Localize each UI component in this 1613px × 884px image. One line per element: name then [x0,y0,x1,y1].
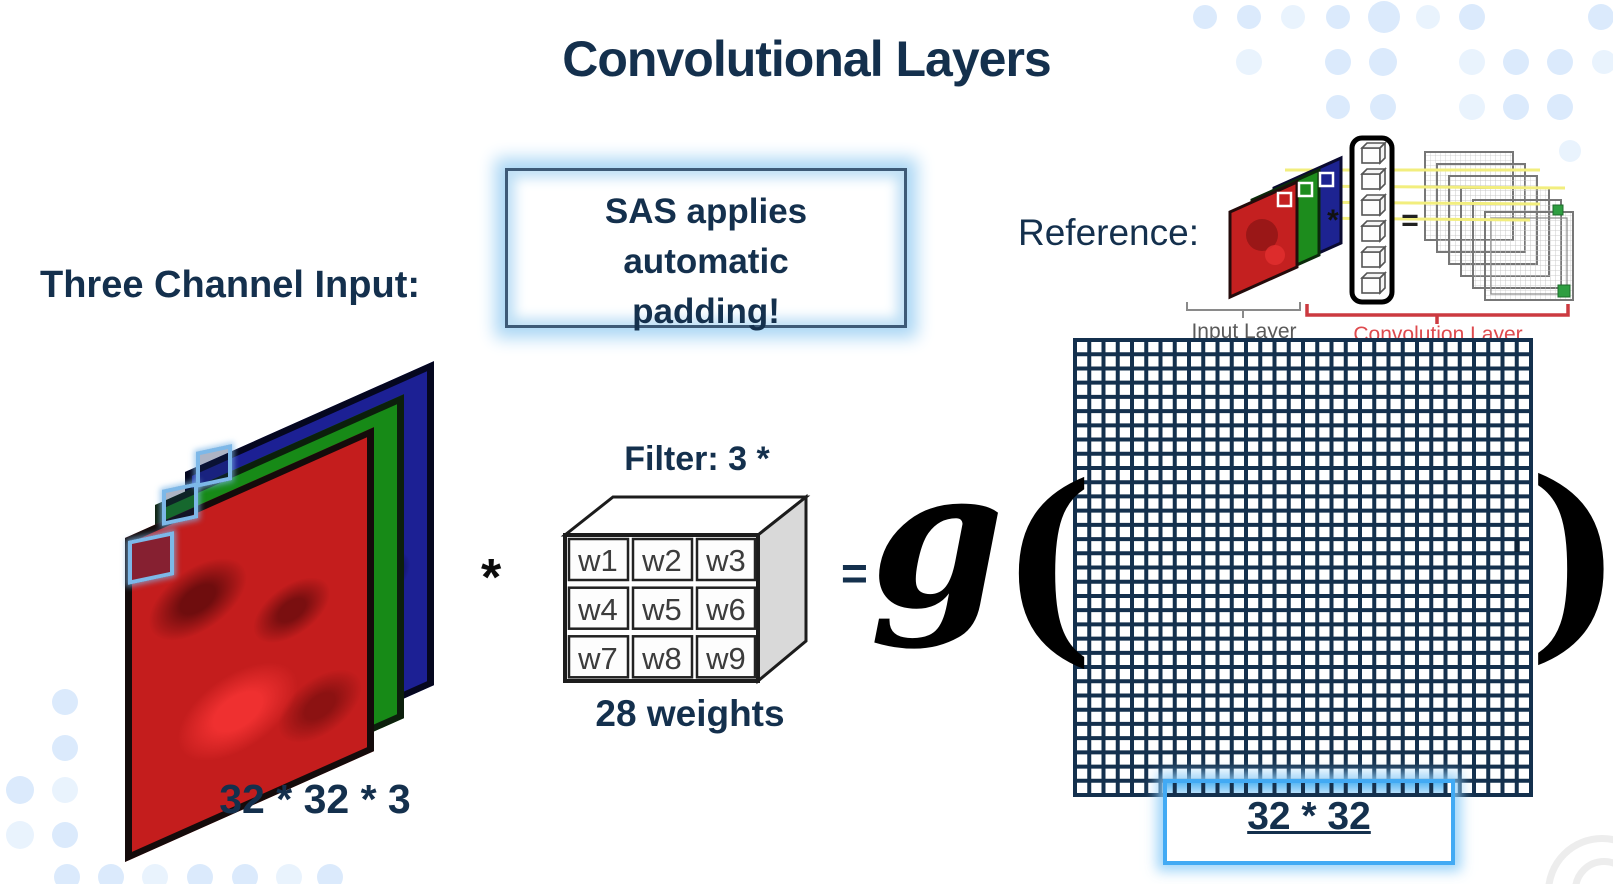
decorative-dot [1326,5,1350,29]
filter-position-marker [196,444,232,488]
input-layer-label: Input Layer [1191,320,1296,343]
callout-line-3: padding! [632,292,780,331]
weight-cell: w9 [705,641,746,676]
filter-weight-cube: w1 w2 w3 w4 w5 w6 w7 w8 w9 [560,493,811,685]
feature-map-grid [1073,338,1533,797]
reference-output-maps [1424,151,1574,301]
weight-cell: w8 [641,641,682,676]
decorative-dot [1592,50,1613,74]
weight-cell: w2 [641,543,682,578]
decorative-dot [1503,49,1529,75]
decorative-dot [187,864,213,884]
prime-mark: ' [1510,530,1525,584]
sas-padding-callout: SAS applies automatic padding! [505,168,907,331]
decorative-dot [1281,5,1305,29]
mini-filter-marker [1318,171,1335,188]
three-channel-input-label: Three Channel Input: [40,264,420,306]
decorative-dot [142,864,168,884]
decorative-dot [1459,94,1485,120]
decorative-dot [52,735,78,761]
decorative-dot [1547,94,1573,120]
decorative-dot [52,777,78,803]
green-output-cell [1557,284,1571,298]
decorative-dot [1547,49,1573,75]
output-size-label: 32 * 32 [1247,795,1371,838]
decorative-dot [54,864,80,884]
reference-equals: = [1401,204,1419,237]
mini-filter-marker [1297,181,1314,198]
decorative-dot [276,864,302,884]
layer-brackets [1186,302,1570,324]
reference-asterisk: * [1327,204,1339,237]
decorative-dot [52,822,78,848]
weight-cell: w4 [577,592,618,627]
input-dimensions-label: 32 * 32 * 3 [219,776,411,822]
open-paren: ( [1000,440,1095,687]
close-paren: ) [1528,434,1613,686]
decorative-dot [1459,49,1485,75]
decorative-dot [1588,4,1613,30]
decorative-dot [1237,5,1261,29]
decorative-dot [1503,94,1529,120]
reference-label: Reference: [1018,212,1199,253]
filter-position-marker [162,482,198,526]
convolution-asterisk: * [481,549,502,607]
reference-filter-column [1349,135,1395,305]
weight-cell: w1 [577,543,618,578]
mini-filter-marker [1276,191,1293,208]
decorative-dot [317,864,343,884]
decorative-dot [1236,49,1262,75]
weights-count-label: 28 weights [595,693,785,734]
decorative-dot [52,689,78,715]
decorative-dot [1326,95,1350,119]
green-output-cell [1552,204,1564,216]
page-title: Convolutional Layers [562,31,1051,87]
equals-sign: = [841,547,868,599]
filter-size-label: Filter: 3 * 3 [567,430,827,546]
decorative-dot [98,864,124,884]
weight-cell: w3 [705,543,746,578]
decorative-dot [1193,5,1217,29]
reference-input-stack [1228,155,1343,300]
weight-cell: w7 [577,641,618,676]
reference-diagram: * = Input Layer Convolution Layer [1186,135,1574,345]
decorative-dot [1559,140,1581,162]
weight-cell: w5 [641,592,682,627]
decorative-dot [6,821,34,849]
decorative-dot [1370,94,1396,120]
activation-g-symbol: g [870,427,1005,652]
decorative-dot [6,776,34,804]
decorative-dot [1416,5,1440,29]
weight-cell: w6 [705,592,746,627]
decorative-dot [1368,1,1400,33]
decorative-dot [232,864,258,884]
filter-label-line1: Filter: 3 * [624,440,770,478]
output-size-box: 32 * 32 [1163,779,1455,865]
decorative-dot [1369,48,1397,76]
decorative-dot [1325,49,1351,75]
decorative-dot [1459,4,1485,30]
callout-line-1: SAS applies [604,192,808,231]
callout-line-2: automatic [623,242,789,281]
